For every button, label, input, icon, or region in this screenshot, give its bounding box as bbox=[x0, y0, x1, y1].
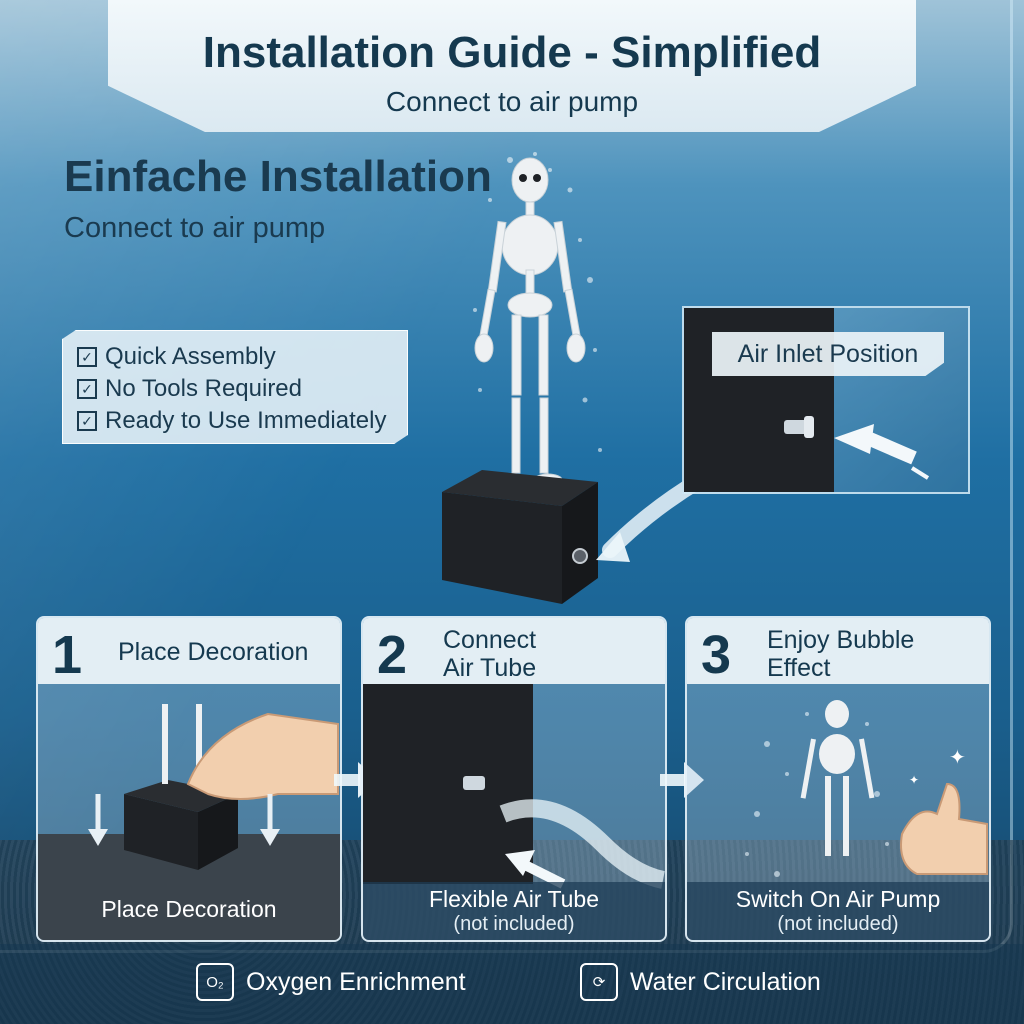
step-header: 1 Place Decoration bbox=[38, 618, 340, 685]
connect-tube-illustration bbox=[363, 684, 665, 889]
step-caption: Flexible Air Tube (not included) bbox=[363, 882, 665, 940]
page-title: Installation Guide - Simplified bbox=[202, 28, 822, 77]
feature-footer bbox=[0, 944, 1024, 1024]
oxygen-icon: O₂ bbox=[196, 963, 234, 1001]
step-title-line: Place Decoration bbox=[118, 638, 309, 666]
step-panel-3: 3 Enjoy Bubble Effect ✦ ✦ Switch On Air … bbox=[685, 616, 991, 942]
page-subtitle: Connect to air pump bbox=[385, 86, 639, 117]
next-step-arrow-icon bbox=[660, 762, 704, 798]
step-number: 3 bbox=[701, 625, 732, 685]
place-decoration-illustration bbox=[38, 704, 340, 940]
step-number: 2 bbox=[377, 625, 408, 685]
feature-checklist: ✓ Quick Assembly ✓ No Tools Required ✓ R… bbox=[62, 330, 408, 444]
step-panel-1: 1 Place Decoration Place Decoration bbox=[36, 616, 342, 942]
step-caption: Switch On Air Pump (not included) bbox=[687, 882, 989, 940]
checklist-item: ✓ Ready to Use Immediately bbox=[77, 405, 393, 437]
circulation-icon: ⟳ bbox=[580, 963, 618, 1001]
checklist-item-label: Quick Assembly bbox=[105, 343, 276, 370]
skeleton-figure bbox=[473, 152, 602, 487]
checklist-item-label: Ready to Use Immediately bbox=[105, 407, 387, 434]
svg-text:✦: ✦ bbox=[949, 747, 966, 769]
section-subheading: Connect to air pump bbox=[64, 212, 326, 244]
step-header: 2 Connect Air Tube bbox=[363, 618, 665, 685]
step-title-line: Air Tube bbox=[443, 654, 537, 682]
step-panel-2: 2 Connect Air Tube Flexible Air Tube (no… bbox=[361, 616, 667, 942]
step-caption-text: Flexible Air Tube bbox=[428, 886, 600, 912]
step-title: Place Decoration bbox=[118, 638, 308, 666]
feature-label: Oxygen Enrichment bbox=[246, 967, 466, 996]
step-caption-text: Switch On Air Pump bbox=[735, 886, 941, 912]
checklist-item: ✓ Quick Assembly bbox=[77, 341, 393, 373]
step-title: Enjoy Bubble Effect bbox=[767, 626, 914, 682]
checkbox-icon: ✓ bbox=[77, 347, 97, 367]
feature-oxygen: O₂ Oxygen Enrichment bbox=[196, 962, 466, 1002]
step-title-line: Connect bbox=[443, 626, 537, 654]
checklist-item-label: No Tools Required bbox=[105, 375, 303, 402]
step-caption-note: (not included) bbox=[777, 913, 899, 935]
step-caption-note: (not included) bbox=[453, 913, 575, 935]
step-title: Connect Air Tube bbox=[443, 626, 536, 682]
bubble-effect-illustration: ✦ ✦ bbox=[745, 700, 988, 877]
step-header: 3 Enjoy Bubble Effect bbox=[687, 618, 989, 685]
base-block bbox=[442, 470, 598, 604]
step-caption-text: Place Decoration bbox=[101, 896, 277, 922]
checkbox-icon: ✓ bbox=[77, 411, 97, 431]
feature-label: Water Circulation bbox=[630, 967, 821, 996]
svg-text:✦: ✦ bbox=[909, 773, 919, 787]
section-heading: Einfache Installation bbox=[64, 152, 492, 201]
checklist-item: ✓ No Tools Required bbox=[77, 373, 393, 405]
feature-circulation: ⟳ Water Circulation bbox=[580, 962, 821, 1002]
step-caption: Place Decoration bbox=[38, 882, 340, 940]
header-banner: Installation Guide - Simplified Connect … bbox=[108, 0, 916, 132]
step-number: 1 bbox=[52, 625, 83, 685]
checkbox-icon: ✓ bbox=[77, 379, 97, 399]
step-title-line: Enjoy Bubble bbox=[767, 626, 915, 654]
step-title-line: Effect bbox=[767, 654, 831, 682]
inset-label: Air Inlet Position bbox=[712, 332, 944, 376]
